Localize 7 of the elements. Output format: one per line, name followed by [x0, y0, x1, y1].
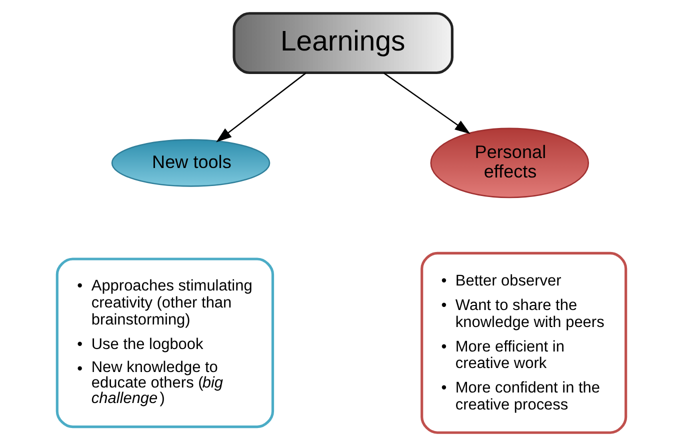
node-box: Learnings	[232, 12, 454, 74]
node-box: • Approaches stimulating creativity (other than brainstorming) • Use the logbook • New knowledge to educate others (big challenge)	[56, 258, 274, 428]
node-ellipse: New tools	[111, 139, 270, 187]
arrow	[383, 72, 470, 134]
node-box: • Better observer • Want to share the knowledge with peers • More efficient in creative work • More confident in the creative process	[420, 252, 628, 434]
arrow	[216, 72, 306, 142]
node-ellipse: Personal effects	[430, 128, 590, 198]
